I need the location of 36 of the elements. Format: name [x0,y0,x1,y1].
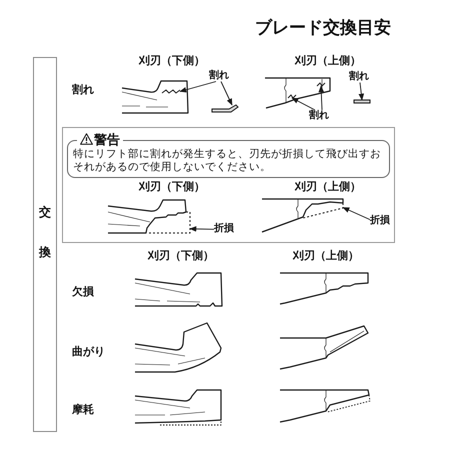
callout-label: 割れ [209,70,229,82]
callout-label: 折損 [214,223,234,234]
row-label: 欠損 [72,286,94,299]
missing-part-outline [302,202,344,218]
crack-mark [316,82,326,87]
title: ブレード交換目安 [255,19,391,39]
section-frame [62,127,395,243]
warning-text: 特にリフト部に割れが発生すると、刃先が折損して飛び出すおそれがあるので使用しないでください。 [73,148,382,174]
leader-arrow [189,226,214,232]
row-label: 割れ [72,84,94,97]
cross-section-drawing [212,104,239,112]
crack-mark [162,89,180,94]
warning-title: 警告 [94,133,120,148]
column-heading: 刈刃（上側） [293,250,359,263]
leader-arrow [318,85,324,110]
leader-arrow [342,207,370,220]
row-label: 摩耗 [72,404,94,417]
row-label: 曲がり [72,346,105,359]
callout-label: 割れ [349,71,369,82]
column-heading: 刈刃（上側） [295,55,361,68]
cross-section-bar [354,100,370,104]
crack-mark [288,94,296,99]
missing-part-outline [146,212,190,234]
leader-arrow [220,81,232,106]
column-heading: 刈刃（上側） [295,181,361,194]
replace-band [33,57,57,432]
column-heading: 刈刃（下側） [139,55,205,68]
leader-arrow [358,82,364,101]
leader-arrow [179,81,216,92]
callout-label: 折損 [370,215,390,226]
column-heading: 刈刃（下側） [148,250,214,263]
leader-arrow [291,98,316,110]
band-label: 交換 [39,204,51,261]
callout-label: 割れ [309,110,329,122]
warning-box [67,133,390,178]
column-heading: 刈刃（下側） [139,181,205,194]
